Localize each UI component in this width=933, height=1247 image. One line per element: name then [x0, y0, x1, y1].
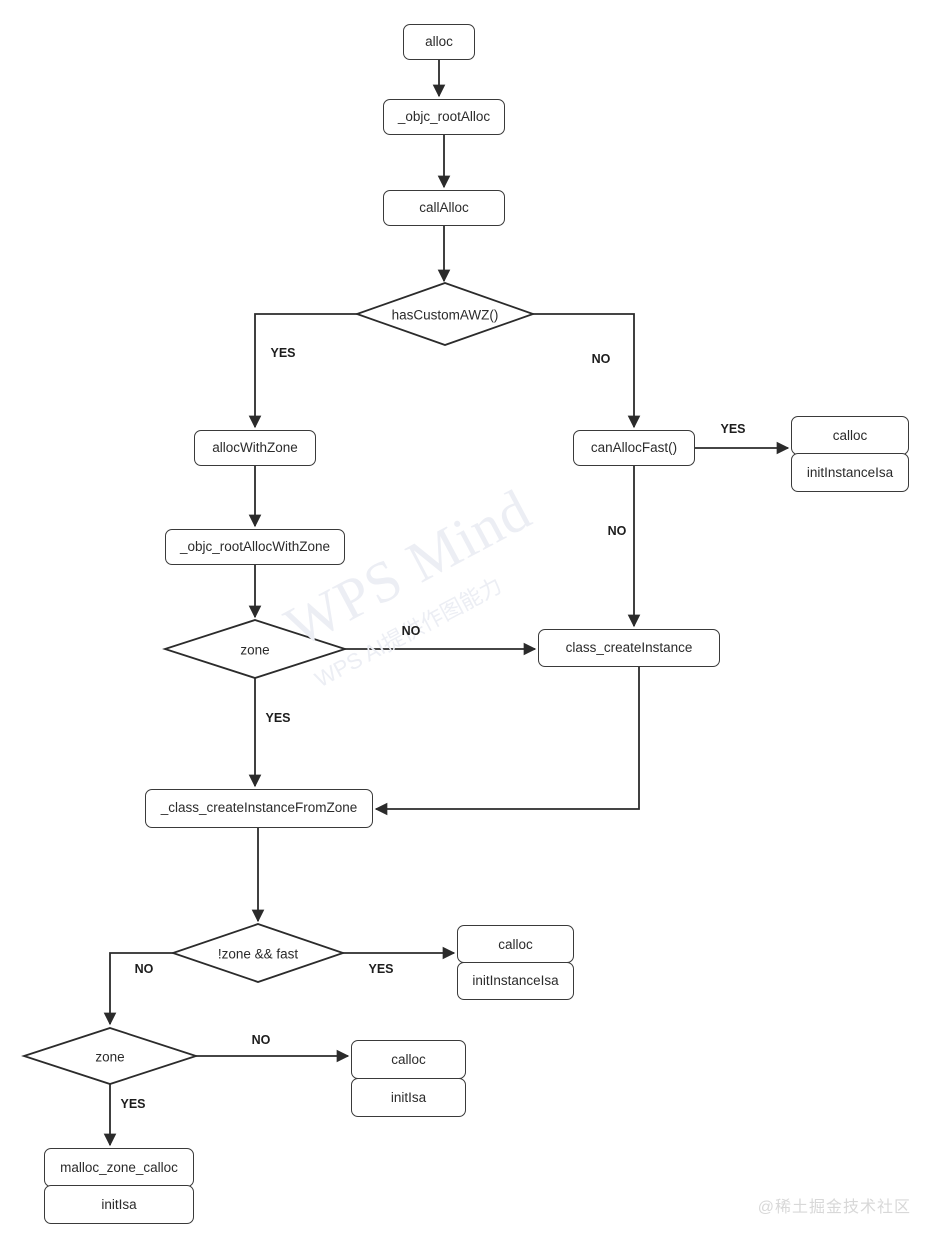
- node-calloc-initisa[interactable]: calloc initIsa: [351, 1040, 466, 1117]
- diamond-hascustomawz: [354, 282, 536, 346]
- stack-cell: initIsa: [44, 1185, 194, 1224]
- edge-label-awz-no: NO: [591, 352, 611, 366]
- edge-label-zone2-yes: YES: [120, 1097, 146, 1111]
- stack-cell: initIsa: [351, 1077, 466, 1117]
- edge-hascustomawz-no-to-canallocfast: [533, 313, 641, 429]
- edge-label-canallocfast-no: NO: [607, 524, 627, 538]
- node-canallocfast[interactable]: canAllocFast(): [573, 430, 695, 466]
- node-calloc-initinstanceisa-2[interactable]: calloc initInstanceIsa: [457, 925, 574, 1000]
- node-label: alloc: [425, 33, 453, 49]
- stack-cell: calloc: [351, 1040, 466, 1080]
- edge-label-canallocfast-yes: YES: [720, 422, 746, 436]
- watermark-corner: @稀土掘金技术社区: [757, 1199, 911, 1216]
- edge-zonefast-no-to-zone2: [103, 952, 173, 1026]
- stack-cell-label: initInstanceIsa: [472, 973, 559, 989]
- node-label: allocWithZone: [212, 439, 298, 455]
- stack-cell-label: calloc: [498, 936, 533, 952]
- node-callalloc[interactable]: callAlloc: [383, 190, 505, 226]
- stack-cell: calloc: [791, 416, 909, 455]
- node-malloc-zone-calloc[interactable]: malloc_zone_calloc initIsa: [44, 1148, 194, 1224]
- edge-label-zone2-no: NO: [251, 1033, 271, 1047]
- edge-hascustomawz-yes-to-allocwithzone: [248, 313, 357, 429]
- edge-label-zone1-no: NO: [401, 624, 421, 638]
- edge-label-zonefast-yes: YES: [368, 962, 394, 976]
- node-label: callAlloc: [419, 199, 469, 215]
- node-class-createinstancefromzone[interactable]: _class_createInstanceFromZone: [145, 789, 373, 828]
- node-label: _objc_rootAllocWithZone: [179, 538, 331, 554]
- diamond-zone-2: [21, 1027, 199, 1085]
- node-alloc[interactable]: alloc: [403, 24, 475, 60]
- node-label: _class_createInstanceFromZone: [160, 800, 358, 816]
- stack-cell-label: initIsa: [390, 1089, 427, 1105]
- edge-label-awz-yes: YES: [270, 346, 296, 360]
- edge-label-zonefast-no: NO: [134, 962, 154, 976]
- node-label: canAllocFast(): [590, 439, 678, 455]
- stack-cell: calloc: [457, 925, 574, 964]
- edge-classcreateinstance-to-createinstancefromzone: [374, 667, 640, 816]
- stack-cell-label: calloc: [832, 427, 868, 443]
- edge-label-zone1-yes: YES: [265, 711, 291, 725]
- stack-cell-label: calloc: [391, 1052, 426, 1068]
- node-calloc-initinstanceisa-1[interactable]: calloc initInstanceIsa: [791, 416, 909, 492]
- stack-cell-label: initInstanceIsa: [806, 465, 894, 481]
- node-label: class_createInstance: [565, 639, 693, 655]
- stack-cell: initInstanceIsa: [791, 453, 909, 492]
- node-label: _objc_rootAlloc: [397, 108, 491, 124]
- stack-cell: initInstanceIsa: [457, 961, 574, 1000]
- stack-cell: malloc_zone_calloc: [44, 1148, 194, 1187]
- node-objc-rootallocwithzone[interactable]: _objc_rootAllocWithZone: [165, 529, 345, 565]
- node-objc-rootalloc[interactable]: _objc_rootAlloc: [383, 99, 505, 135]
- stack-cell-label: initIsa: [101, 1197, 137, 1213]
- diamond-zone-1: [162, 619, 348, 679]
- node-allocwithzone[interactable]: allocWithZone: [194, 430, 316, 466]
- node-class-createinstance[interactable]: class_createInstance: [538, 629, 720, 667]
- stack-cell-label: malloc_zone_calloc: [60, 1159, 178, 1175]
- diamond-zone-fast: [170, 923, 346, 983]
